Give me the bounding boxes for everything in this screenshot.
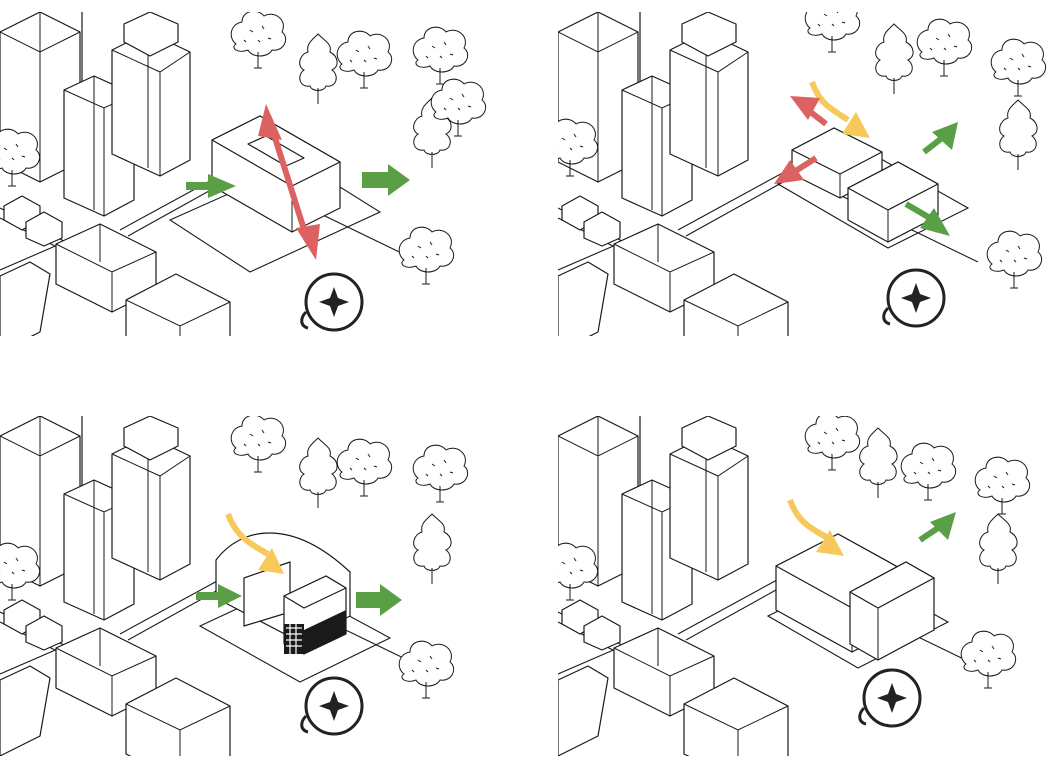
tree-icon	[558, 542, 599, 601]
tree-icon	[299, 437, 338, 509]
tree-icon	[990, 38, 1047, 97]
red-arrow-down-left	[774, 155, 818, 184]
yellow-curved-arrow	[225, 512, 284, 574]
tree-icon	[804, 12, 861, 53]
tree-icon	[804, 416, 861, 471]
l-shaped-building	[775, 533, 935, 661]
red-arrow-up-left	[790, 96, 828, 127]
red-double-arrow	[258, 104, 320, 260]
compass-icon	[882, 268, 946, 328]
compass-icon	[858, 668, 922, 728]
diagram-panel-3	[0, 416, 488, 756]
tree-icon	[0, 542, 41, 601]
green-arrow-up-right	[922, 122, 958, 155]
tree-icon	[336, 30, 393, 89]
tree-icon	[974, 456, 1031, 515]
diagram-panel-1	[0, 12, 488, 336]
tree-icon	[916, 18, 973, 77]
tree-icon	[999, 99, 1038, 171]
tree-icon	[230, 416, 287, 473]
tree-icon	[859, 427, 898, 499]
panel-3-drawing	[0, 416, 469, 756]
green-arrow-up-right	[918, 512, 956, 543]
green-arrow-right	[362, 164, 410, 196]
compass-icon	[300, 676, 364, 736]
green-arrow-left	[186, 174, 236, 198]
slab-building-north	[791, 127, 883, 199]
green-arrow-down-right	[904, 201, 950, 236]
tree-icon	[299, 33, 338, 105]
curved-building	[215, 532, 351, 655]
green-arrow-right	[356, 584, 402, 616]
tree-icon	[875, 23, 914, 95]
tree-icon	[398, 640, 455, 699]
diagram-panel-4	[558, 416, 1048, 756]
compass-icon	[300, 272, 364, 332]
tree-icon	[336, 438, 393, 497]
tree-icon	[230, 12, 287, 69]
green-arrow-left	[196, 584, 242, 608]
yellow-curved-arrow	[809, 80, 870, 138]
tree-icon	[413, 513, 452, 585]
tree-icon	[986, 230, 1043, 289]
panel-1-drawing	[0, 12, 487, 336]
yellow-curved-arrow	[787, 498, 844, 556]
c-shaped-building	[211, 115, 341, 233]
tree-icon	[412, 26, 469, 85]
panel-2-drawing	[558, 12, 1047, 336]
facade-grid	[284, 610, 346, 654]
panel-4-drawing	[558, 416, 1031, 756]
tree-icon	[412, 444, 469, 503]
tree-icon	[900, 442, 957, 501]
tree-icon	[398, 226, 455, 285]
diagram-panel-2	[558, 12, 1048, 336]
tree-icon	[979, 513, 1018, 585]
tree-icon	[960, 630, 1017, 689]
